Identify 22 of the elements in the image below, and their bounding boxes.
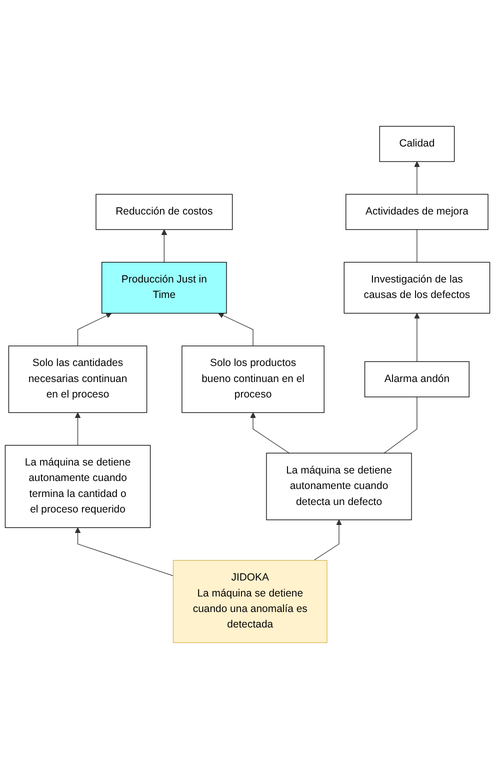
arrow — [250, 412, 290, 454]
node-box: Calidad — [379, 126, 455, 162]
node-box: La máquina se detiene autonamente cuando termina la cantidad o el proceso requerido — [4, 444, 151, 528]
arrow — [161, 229, 168, 263]
arrow — [414, 161, 420, 195]
node-box: La máquina se detiene autonamente cuando detecta un defecto — [266, 452, 412, 520]
node-box: Reducción de costos — [96, 194, 233, 230]
node-box: Solo los productos bueno continuan en el proceso — [182, 346, 324, 413]
connector — [384, 396, 418, 454]
node-box: Producción Just in Time — [102, 262, 227, 314]
connector — [416, 229, 418, 263]
arrow — [74, 527, 174, 576]
arrow — [414, 312, 420, 362]
arrow — [218, 312, 254, 346]
node-box: Investigación de las causas de los defectos — [344, 262, 490, 314]
arrow — [74, 412, 81, 446]
node-box: Solo las cantidades necesarias continuan en el proceso — [8, 346, 148, 413]
node-box: Actividades de mejora — [346, 194, 488, 230]
node-box: JIDOKA La máquina se detiene cuando una anomalía es detectada — [172, 560, 328, 644]
arrow — [313, 520, 342, 561]
arrow — [77, 312, 112, 346]
node-box: Alarma andón — [364, 361, 470, 398]
